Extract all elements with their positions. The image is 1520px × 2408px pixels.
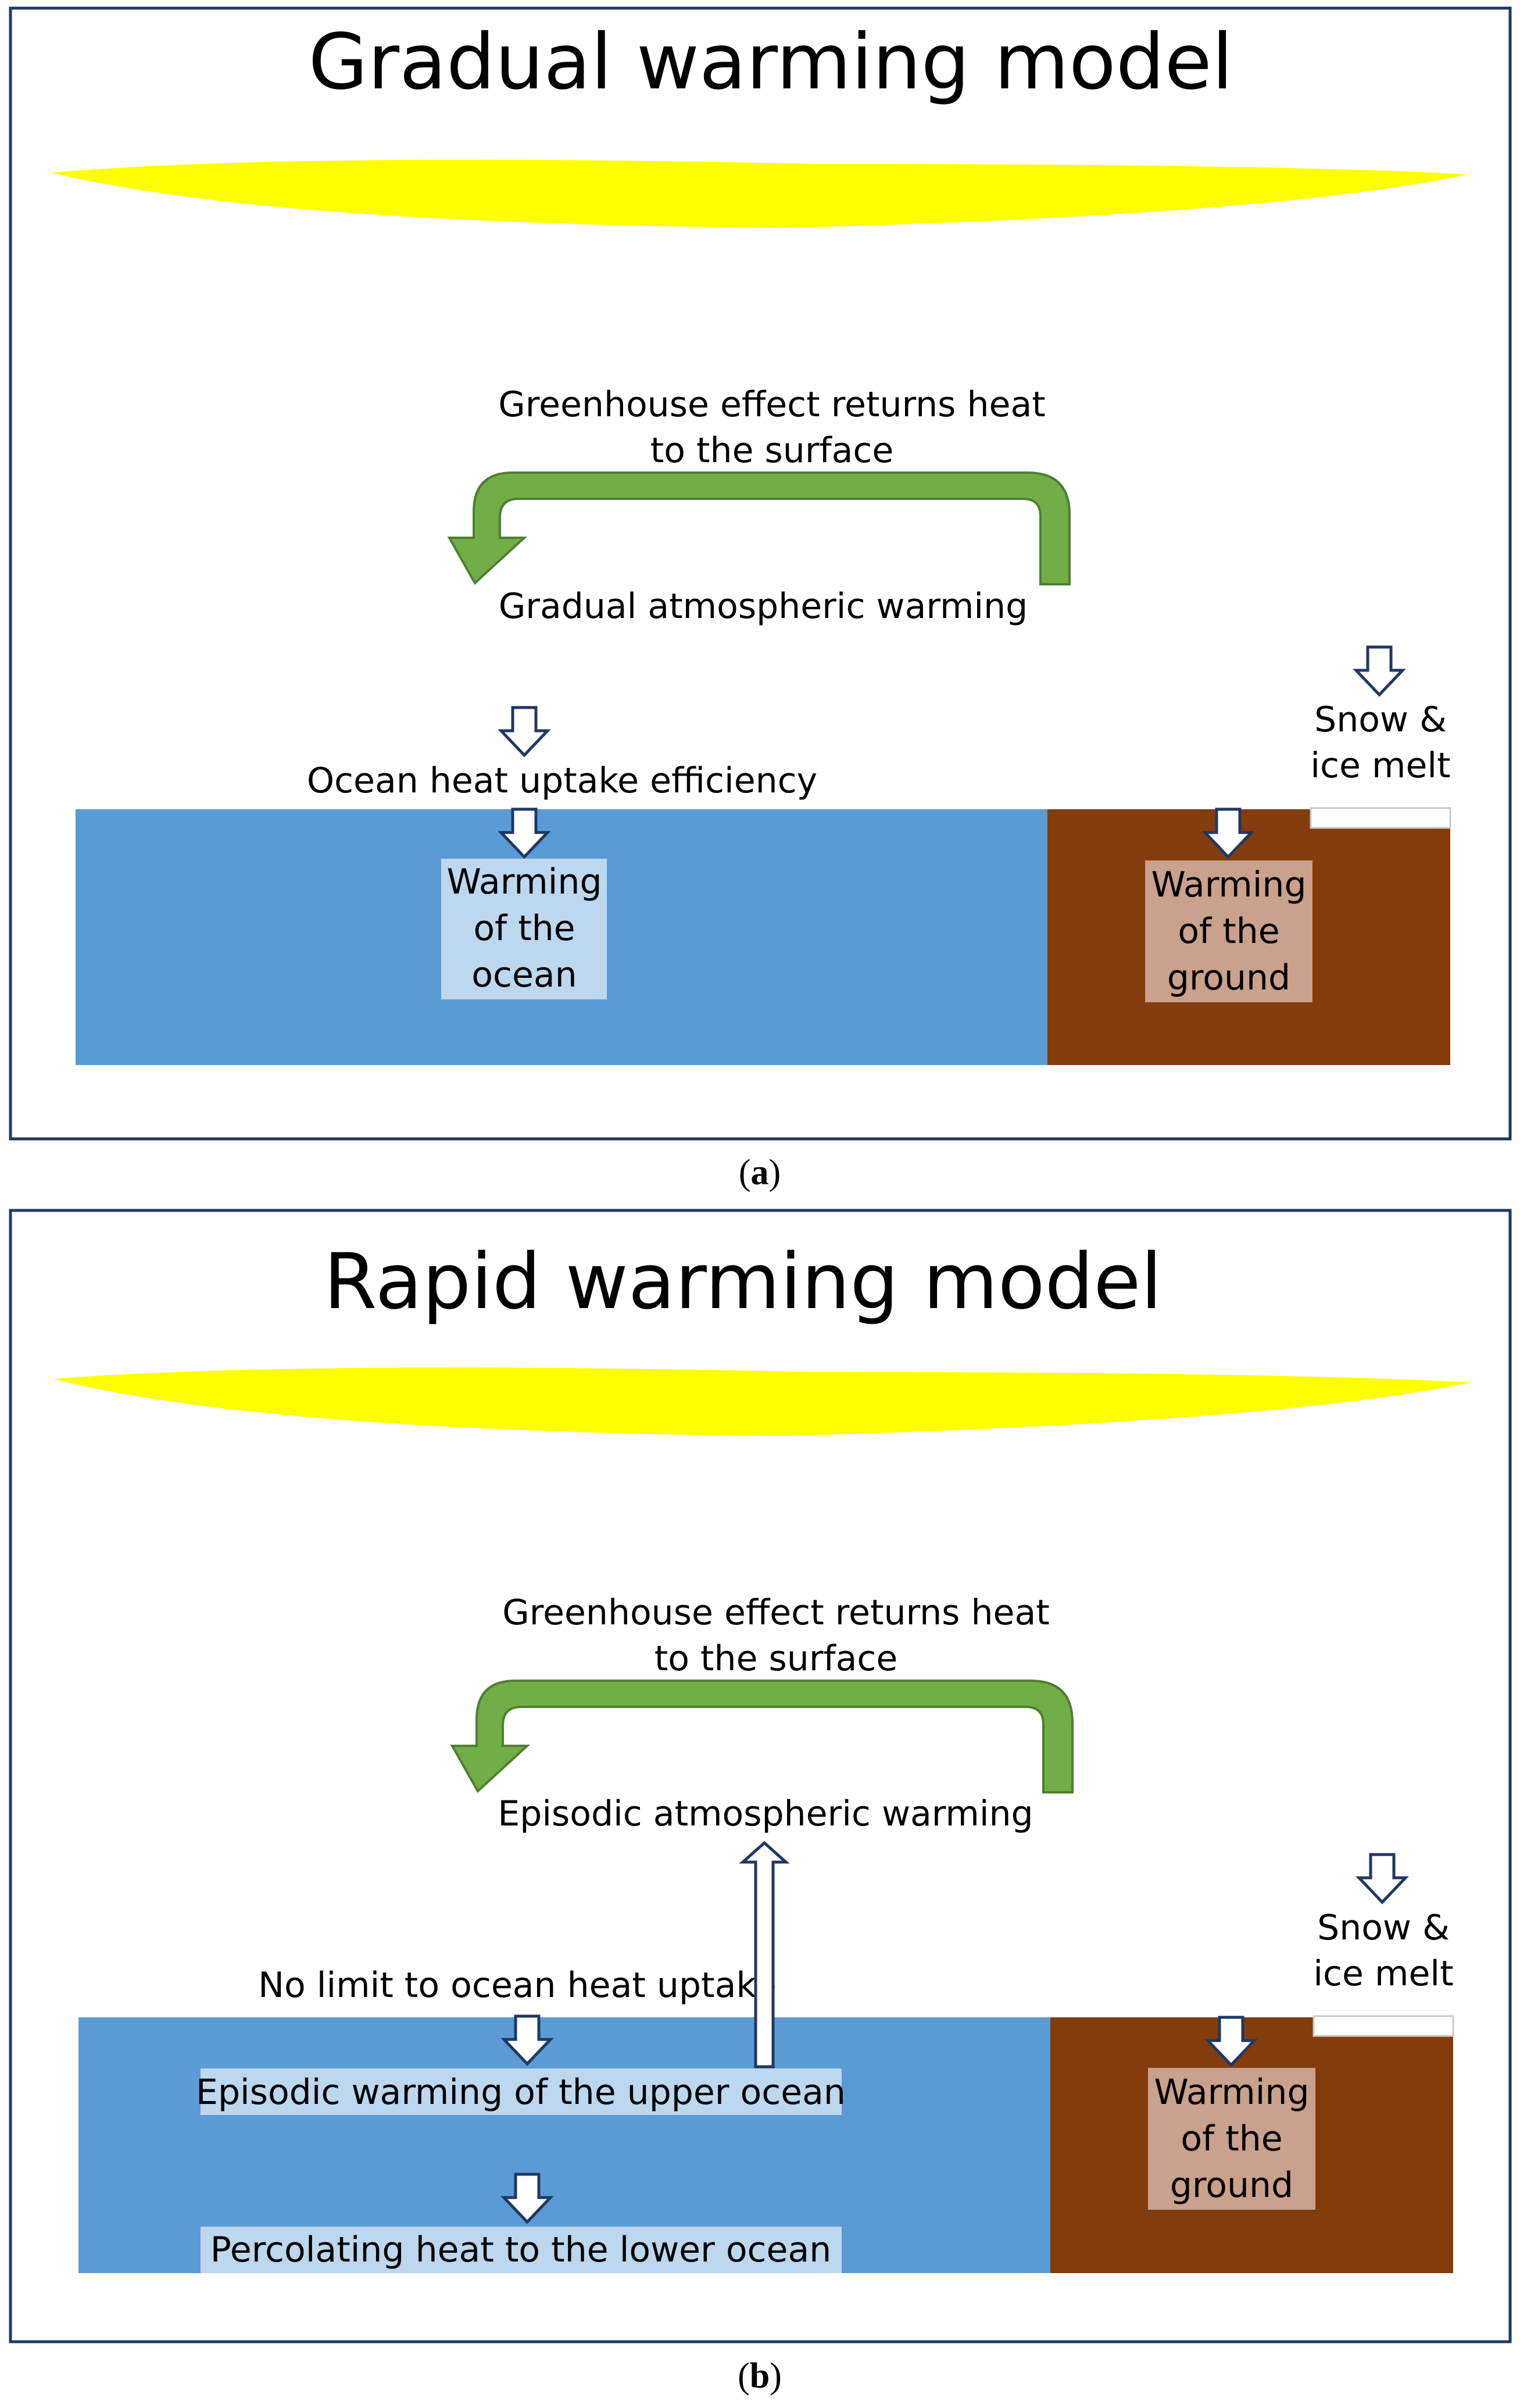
- upper-ocean-label-box: [201, 2068, 842, 2115]
- atmosphere-label: Gradual atmospheric warming: [499, 586, 1028, 627]
- lower-ocean-label: Percolating heat to the lower ocean: [210, 2230, 832, 2270]
- greenhouse-label-line2: to the surface: [650, 430, 894, 471]
- caption-a: (a): [739, 1153, 781, 1192]
- ground-label-box: [1145, 860, 1312, 1002]
- upper-ocean-label: Episodic warming of the upper ocean: [196, 2072, 846, 2113]
- ocean-label-box: [441, 859, 607, 999]
- ground-box-b-line1: Warming: [1154, 2072, 1309, 2113]
- ground-box-b-line3: ground: [1170, 2165, 1293, 2206]
- snow-label-line2: ice melt: [1310, 745, 1450, 786]
- ocean-release-up-arrow-overlay: [739, 1841, 790, 2068]
- ocean-uptake-label-b: No limit to ocean heat uptake: [258, 1965, 777, 2006]
- ground-box-line1: Warming: [1151, 864, 1306, 905]
- greenhouse-arrow-shape: [447, 471, 1071, 585]
- caption-b: (b): [738, 2356, 782, 2396]
- snow-label: Snow &: [1314, 699, 1447, 740]
- snow-label-b-line2: ice melt: [1313, 1953, 1453, 1994]
- greenhouse-label-b: Greenhouse effect returns heat: [502, 1592, 1049, 1633]
- ocean-box-line2: of the: [473, 908, 575, 949]
- greenhouse-arrow-shape-b: [450, 1680, 1074, 1794]
- ocean-box-line1: Warming: [446, 862, 602, 902]
- ground-box-line2: of the: [1178, 911, 1279, 952]
- sun-band-b: [53, 1367, 1471, 1436]
- ground-label-box-b: [1148, 2068, 1315, 2210]
- panel-b: Rapid warming model Greenhouse effect re…: [9, 1209, 1512, 2343]
- sun-band: [51, 159, 1468, 228]
- panel-b-title: Rapid warming model: [324, 1237, 1162, 1327]
- ocean-uptake-label: Ocean heat uptake efficiency: [307, 760, 817, 801]
- panel-a-title: Gradual warming model: [309, 17, 1233, 107]
- ocean-box-line3: ocean: [471, 955, 577, 995]
- lower-ocean-label-box: [201, 2227, 842, 2273]
- ground-box-line3: ground: [1167, 958, 1290, 998]
- greenhouse-label: Greenhouse effect returns heat: [498, 384, 1045, 425]
- atmosphere-label-b: Episodic atmospheric warming: [498, 1794, 1033, 1834]
- snow-ice-patch-b: [1312, 2015, 1454, 2037]
- snow-label-b: Snow &: [1317, 1907, 1450, 1948]
- ground-box-b-line2: of the: [1181, 2118, 1282, 2159]
- greenhouse-label-b-line2: to the surface: [655, 1638, 898, 1679]
- snow-ice-patch: [1310, 807, 1451, 829]
- panel-a: Gradual warming model Greenhouse effect …: [9, 6, 1512, 1141]
